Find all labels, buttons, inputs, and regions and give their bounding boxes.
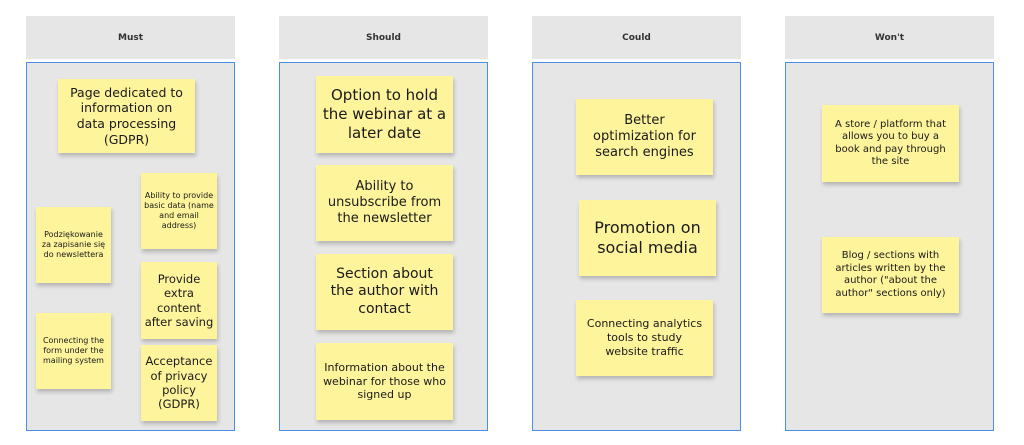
sticky-note[interactable]: Better optimization for search engines [576, 99, 713, 175]
sticky-note[interactable]: Option to hold the webinar at a later da… [316, 76, 453, 153]
sticky-note-text: Ability to unsubscribe from the newslett… [327, 178, 442, 227]
column-header-should[interactable]: Should [279, 16, 488, 59]
sticky-note-text: Ability to provide basic data (name and … [144, 191, 214, 230]
sticky-note[interactable]: Provide extra content after saving [141, 262, 217, 339]
sticky-note-text: Promotion on social media [594, 218, 701, 257]
column-title: Could [622, 32, 651, 43]
sticky-note-text: Connecting analytics tools to study webs… [586, 317, 703, 358]
sticky-note[interactable]: Acceptance of privacy policy (GDPR) [141, 345, 217, 421]
column-header-could[interactable]: Could [532, 16, 741, 59]
column-title: Should [365, 32, 401, 43]
column-header-must[interactable]: Must [26, 16, 235, 59]
sticky-note-text: A store / platform that allows you to bu… [834, 118, 946, 168]
sticky-note[interactable]: Blog / sections with articles written by… [822, 237, 959, 313]
sticky-note-text: Section about the author with contact [330, 265, 439, 317]
sticky-note-text: Acceptance of privacy policy (GDPR) [145, 354, 213, 412]
sticky-note-text: Podziękowanie za zapisanie się do newsle… [41, 230, 106, 259]
sticky-note-text: Page dedicated to information on data pr… [70, 84, 183, 147]
sticky-note-text: Option to hold the webinar at a later da… [322, 86, 447, 142]
sticky-note[interactable]: Ability to unsubscribe from the newslett… [316, 165, 453, 241]
sticky-note[interactable]: Connecting analytics tools to study webs… [576, 300, 713, 376]
sticky-note-text: Provide extra content after saving [144, 271, 214, 329]
column-title: Won't [874, 32, 905, 43]
column-title: Must [117, 32, 144, 43]
sticky-note-text: Information about the webinar for those … [323, 360, 446, 402]
sticky-note-text: Blog / sections with articles written by… [835, 250, 946, 299]
sticky-note-text: Connecting the form under the mailing sy… [42, 336, 105, 365]
sticky-note[interactable]: Ability to provide basic data (name and … [141, 173, 217, 249]
sticky-note-text: Better optimization for search engines [593, 112, 696, 161]
sticky-note[interactable]: Information about the webinar for those … [316, 343, 453, 420]
sticky-note[interactable]: Connecting the form under the mailing sy… [36, 313, 111, 389]
sticky-note[interactable]: Podziękowanie za zapisanie się do newsle… [36, 207, 111, 283]
sticky-note[interactable]: Section about the author with contact [316, 254, 453, 330]
sticky-note[interactable]: Page dedicated to information on data pr… [58, 79, 195, 153]
column-header-wont[interactable]: Won't [785, 16, 994, 59]
column-wont: Won't [785, 16, 994, 431]
sticky-note[interactable]: Promotion on social media [579, 200, 716, 276]
sticky-note[interactable]: A store / platform that allows you to bu… [822, 105, 959, 182]
